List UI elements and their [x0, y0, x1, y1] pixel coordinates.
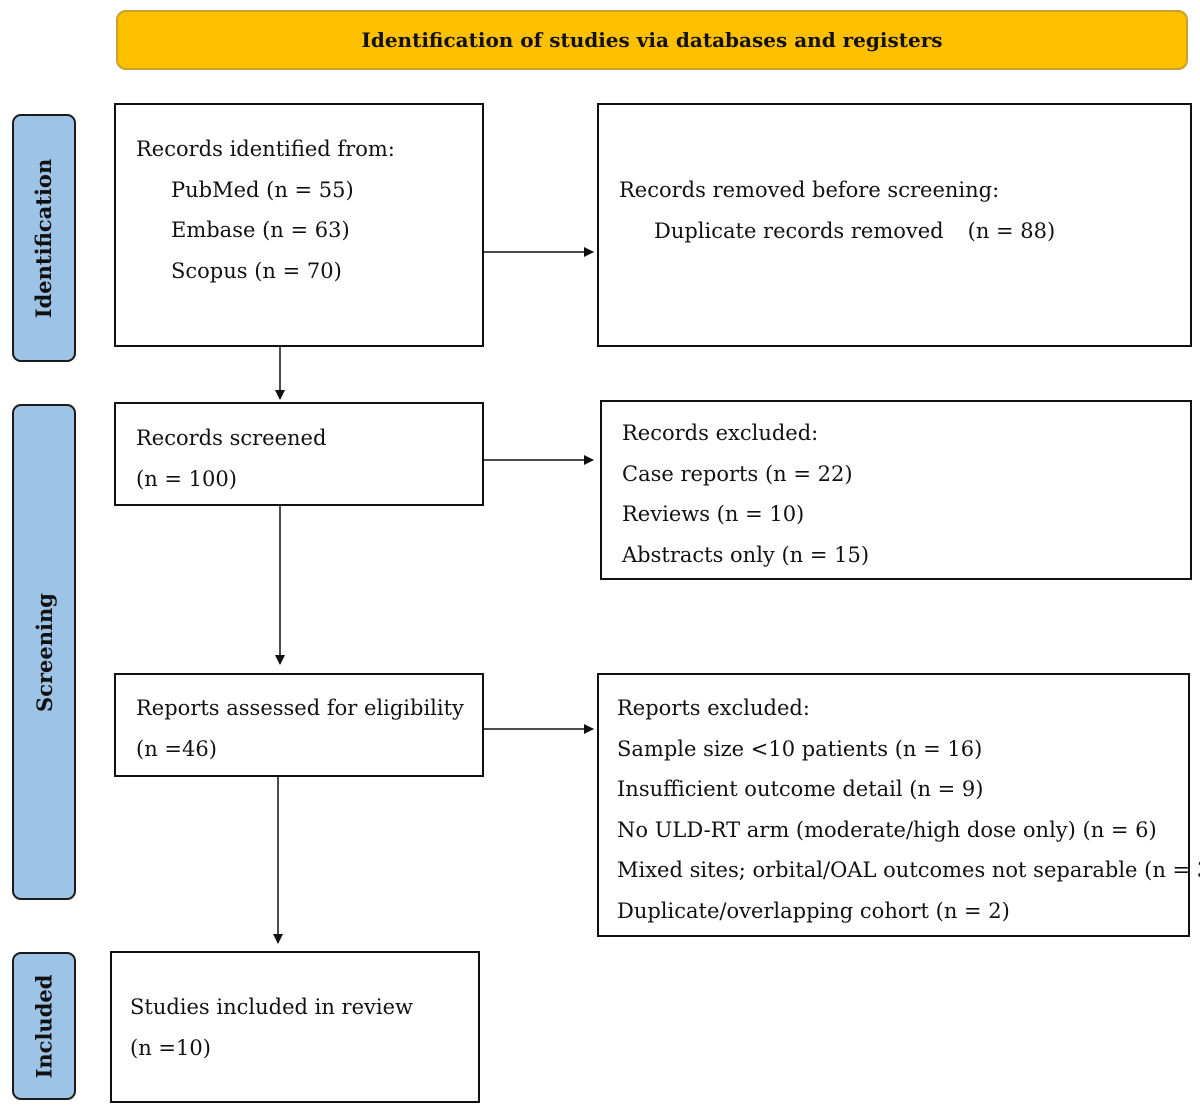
header-banner: Identification of studies via databases …: [116, 10, 1188, 70]
reports-excluded-item: Sample size <10 patients (n = 16): [617, 736, 983, 761]
records-removed-title: Records removed before screening:: [619, 178, 1000, 202]
records-identified-title: Records identified from:: [136, 137, 395, 161]
duplicates-removed-count: (n = 88): [967, 218, 1056, 243]
records-identified-box: Records identified from: PubMed (n = 55)…: [114, 103, 484, 347]
reports-excluded-item: Insufficient outcome detail (n = 9): [617, 777, 984, 801]
source-embase: Embase (n = 63): [171, 218, 350, 242]
phase-identification: Identification: [12, 114, 76, 362]
eligibility-count: (n =46): [136, 736, 217, 761]
included-box: Studies included in review (n =10): [110, 951, 480, 1103]
eligibility-title: Reports assessed for eligibility: [136, 696, 464, 720]
records-excluded-item: Reviews (n = 10): [622, 502, 805, 526]
records-excluded-item: Abstracts only (n = 15): [622, 542, 870, 567]
records-excluded-item: Case reports (n = 22): [622, 461, 853, 486]
eligibility-box: Reports assessed for eligibility (n =46): [114, 673, 484, 777]
phase-included: Included: [12, 952, 76, 1100]
reports-excluded-title: Reports excluded:: [617, 696, 810, 720]
records-screened-title: Records screened: [136, 426, 327, 450]
header-title: Identification of studies via databases …: [361, 28, 943, 52]
records-excluded-box: Records excluded: Case reports (n = 22) …: [600, 400, 1192, 580]
duplicates-removed: Duplicate records removed (n = 88): [619, 211, 1190, 252]
records-removed-box: Records removed before screening: Duplic…: [597, 103, 1192, 347]
included-title: Studies included in review: [130, 995, 413, 1019]
phase-screening: Screening: [12, 404, 76, 900]
records-screened-count: (n = 100): [136, 466, 237, 491]
reports-excluded-item: Duplicate/overlapping cohort (n = 2): [617, 898, 1010, 923]
source-scopus: Scopus (n = 70): [171, 258, 342, 283]
reports-excluded-item: Mixed sites; orbital/OAL outcomes not se…: [617, 858, 1200, 882]
records-screened-box: Records screened (n = 100): [114, 402, 484, 506]
duplicates-removed-label: Duplicate records removed: [654, 218, 944, 243]
records-excluded-title: Records excluded:: [622, 421, 819, 445]
included-count: (n =10): [130, 1035, 211, 1060]
reports-excluded-item: No ULD-RT arm (moderate/high dose only) …: [617, 817, 1157, 842]
source-pubmed: PubMed (n = 55): [171, 177, 354, 202]
reports-excluded-box: Reports excluded: Sample size <10 patien…: [597, 673, 1200, 937]
